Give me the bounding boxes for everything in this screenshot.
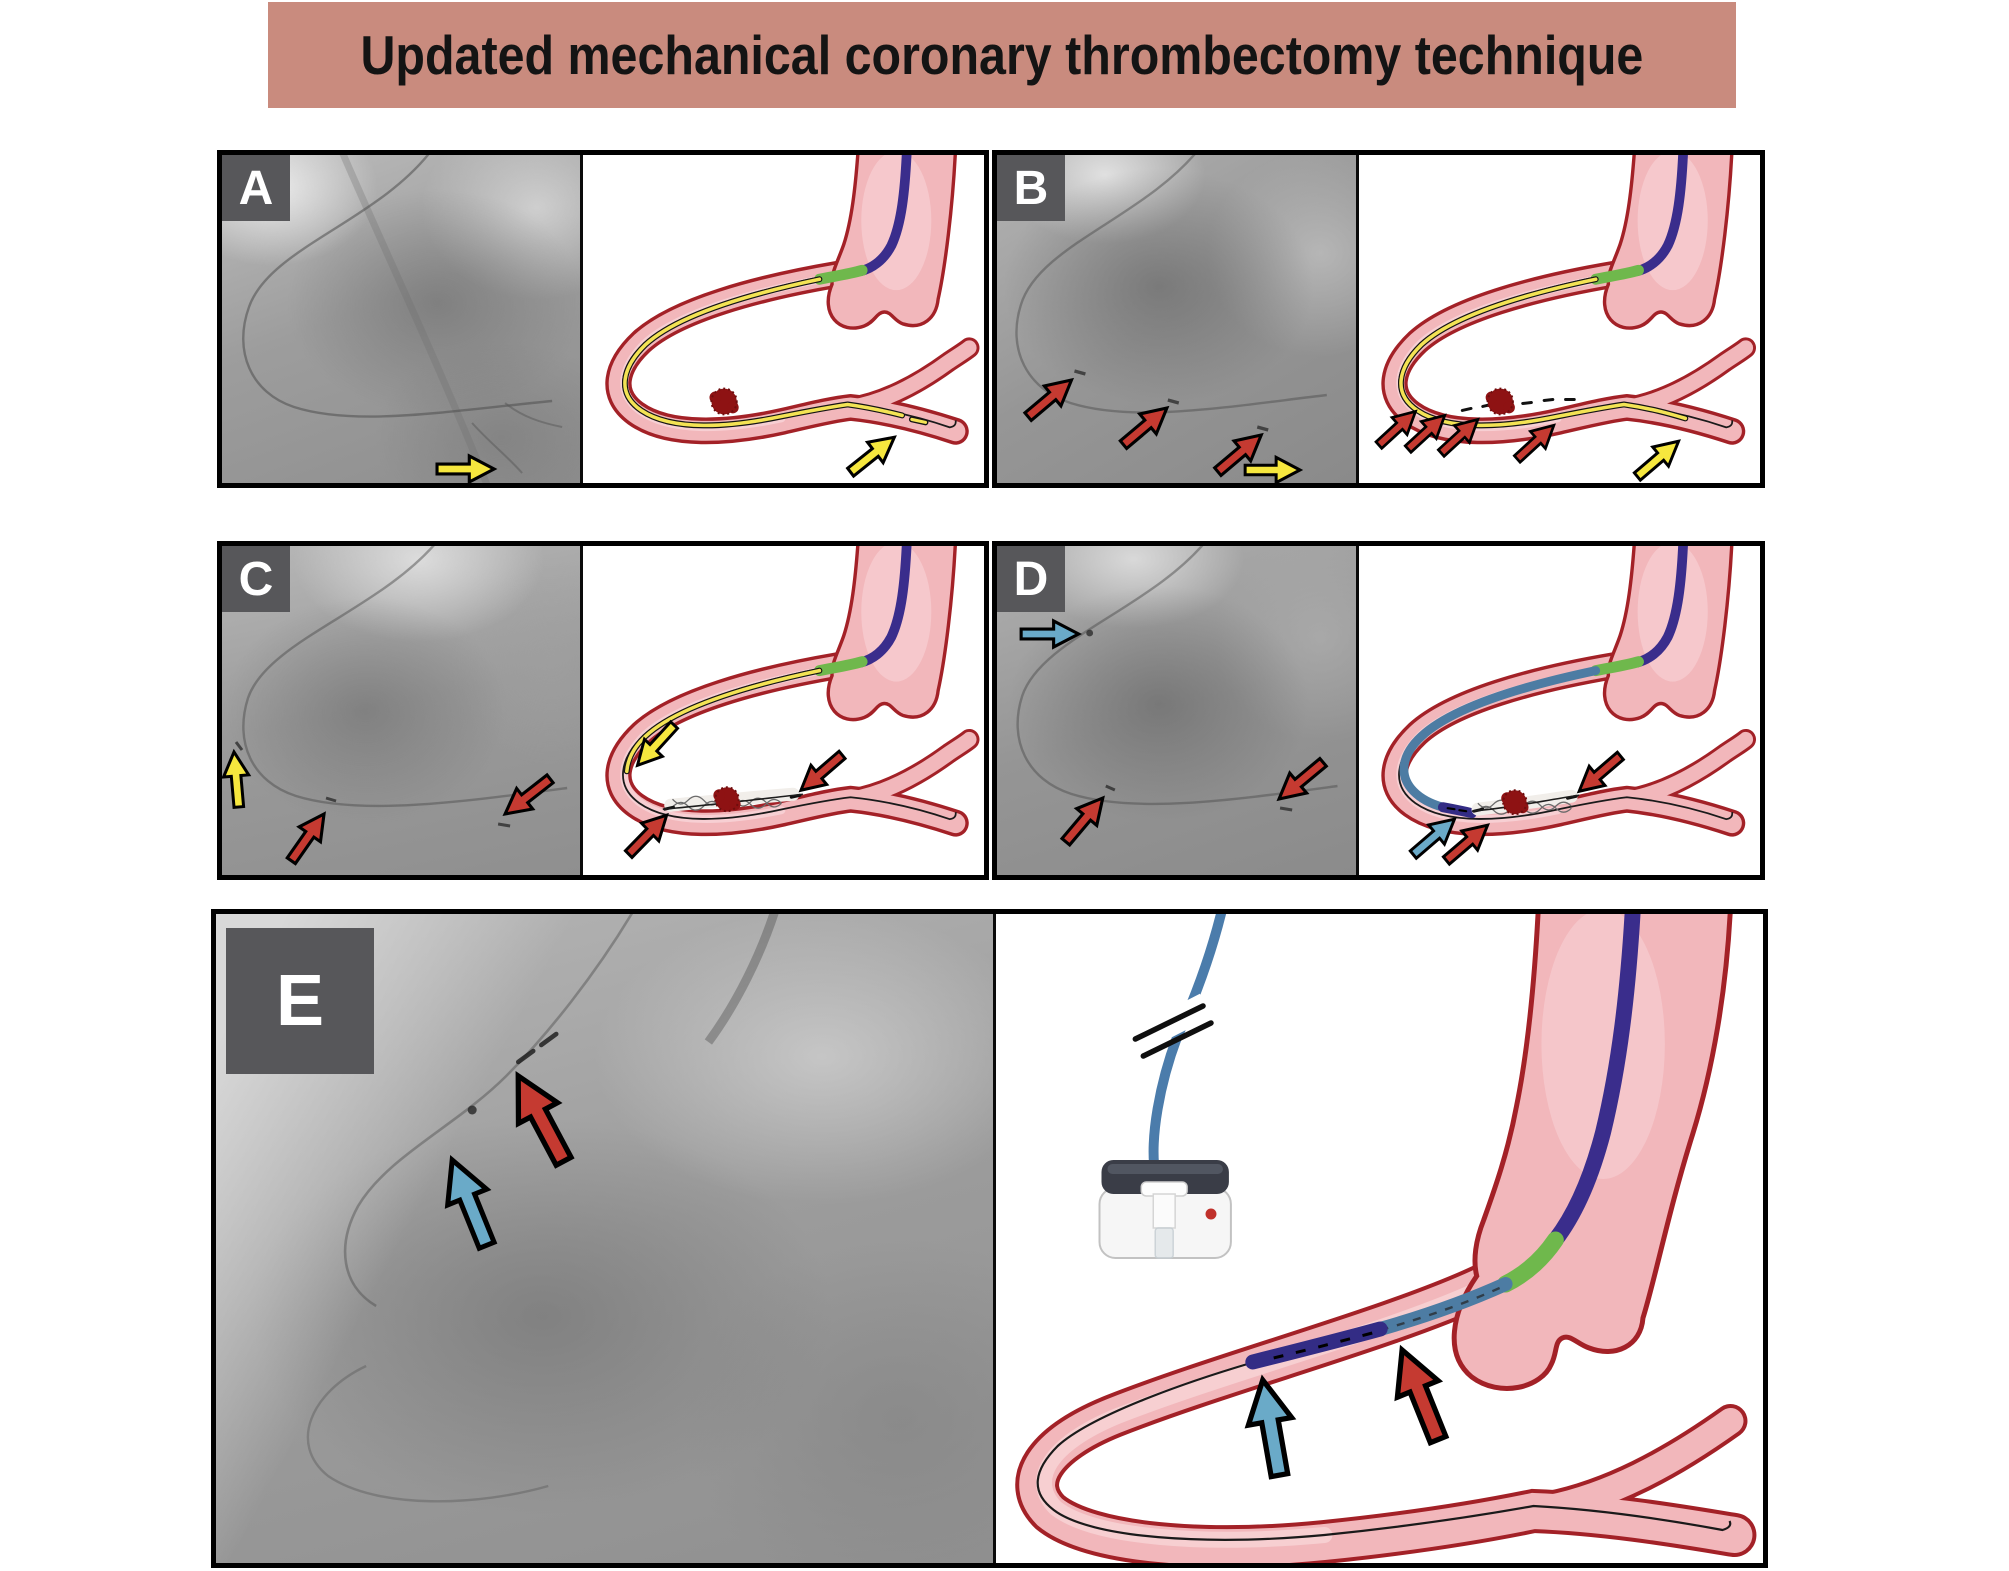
yellow-arrow-icon [222,749,253,810]
red-arrow-icon [1113,396,1177,457]
panel-e: E [211,909,1768,1568]
guide-catheter [1634,546,1688,668]
panel-e-illus-svg [1014,914,1757,1563]
panel-a-angio-overlay [242,155,563,483]
aspiration-catheter-tip [1244,1321,1388,1370]
panel-d-angio-overlay [1016,546,1338,852]
aspiration-catheter-tip [1437,802,1477,819]
panel-a-illus-svg [605,155,980,483]
panel-a-angiogram: A [222,155,581,483]
panel-d-angiogram: D [997,546,1356,875]
thrombus [709,387,739,416]
panel-d-illustration [1355,546,1760,875]
panel-d: D [992,541,1765,880]
blue-arrow-icon [1241,1376,1301,1479]
figure-title: Updated mechanical coronary thrombectomy… [360,24,1644,86]
marker-bands [1460,398,1576,412]
panel-d-label: D [997,546,1065,612]
red-arrow-icon [1018,368,1082,429]
panel-a: A [217,150,989,488]
red-arrow-icon [1054,788,1115,852]
panel-c: C [217,541,989,880]
thrombus [1485,387,1515,416]
guide-extension [814,264,868,285]
panel-letter: E [275,961,325,1041]
panel-e-illustration [992,914,1763,1563]
panel-e-angio-overlay [306,914,779,1503]
microcatheter-yellow [623,277,905,428]
aspiration-pump [1098,1160,1232,1259]
guide-catheter [859,546,912,668]
thrombus [1500,789,1529,816]
panel-letter: C [238,552,274,606]
red-arrow-icon [279,804,337,870]
panel-b-illustration [1355,155,1760,483]
panel-e-angiogram: E [216,914,993,1563]
guide-extension [814,656,868,677]
yellow-arrow-icon [841,425,904,483]
panel-letter: B [1013,161,1049,215]
panel-c-illus-svg [605,546,980,865]
guide-catheter [1548,914,1641,1245]
panel-b-angio-overlay [1015,155,1327,483]
panel-letter: D [1013,552,1049,606]
panel-letter: A [238,161,274,215]
red-arrow-icon [1381,1342,1458,1448]
red-arrow-icon [499,1066,583,1172]
yellow-arrow-icon [1243,455,1302,483]
figure-title-banner: Updated mechanical coronary thrombectomy… [268,2,1736,108]
tube-break-icon [1130,993,1214,1059]
guide-catheter [1634,155,1688,277]
guide-extension [1589,264,1644,285]
red-arrow-icon [1269,750,1334,811]
yellow-arrow-icon [1627,430,1688,483]
panel-b-label: B [997,155,1065,221]
aspiration-catheter [1399,666,1600,812]
blue-arrow-icon [433,1152,506,1253]
panel-a-label: A [222,155,290,221]
thrombus [713,786,741,813]
panel-c-illustration [580,546,984,875]
microcatheter-yellow [625,668,822,774]
panel-c-label: C [222,546,290,612]
panel-c-angiogram: C [222,546,581,875]
panel-b-angiogram: B [997,155,1356,483]
panel-e-label: E [226,928,374,1074]
guidewire [1036,1361,1731,1541]
panel-b: B [992,150,1765,488]
panel-c-angio-overlay [222,546,568,870]
panel-a-illustration [580,155,984,483]
guide-catheter [859,155,912,277]
captured-stent-markers [1263,1331,1373,1362]
panel-d-illus-svg [1381,546,1756,872]
panel-b-illus-svg [1369,155,1756,483]
